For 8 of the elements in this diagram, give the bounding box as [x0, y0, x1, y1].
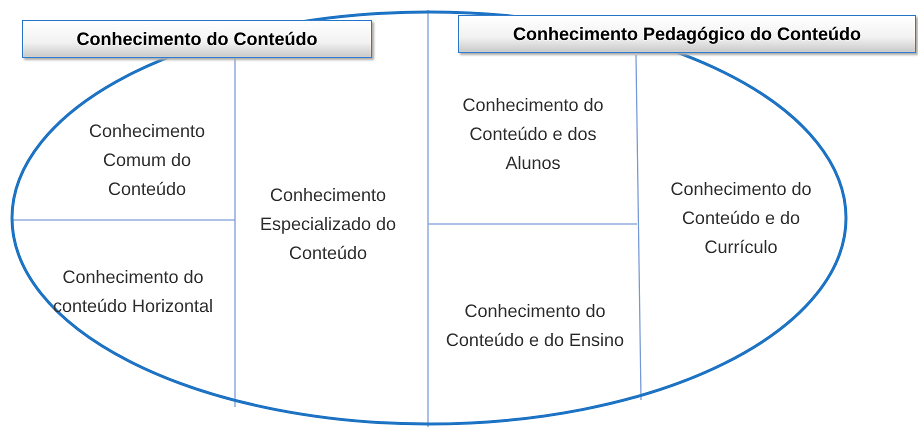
knowledge-label: Conhecimento do Conteúdo e do Currículo: [648, 170, 834, 266]
knowledge-label: Conhecimento do Conteúdo e dos Alunos: [440, 86, 626, 182]
knowledge-label: Conhecimento Especializado do Conteúdo: [240, 176, 416, 272]
knowledge-label: Conhecimento do conteúdo Horizontal: [40, 244, 226, 340]
knowledge-label: Conhecimento Comum do Conteúdo: [62, 112, 232, 208]
knowledge-label: Conhecimento do Conteúdo e do Ensino: [440, 278, 630, 374]
heading-box: Conhecimento Pedagógico do Conteúdo: [458, 15, 916, 53]
heading-box: Conhecimento do Conteúdo: [22, 20, 372, 58]
